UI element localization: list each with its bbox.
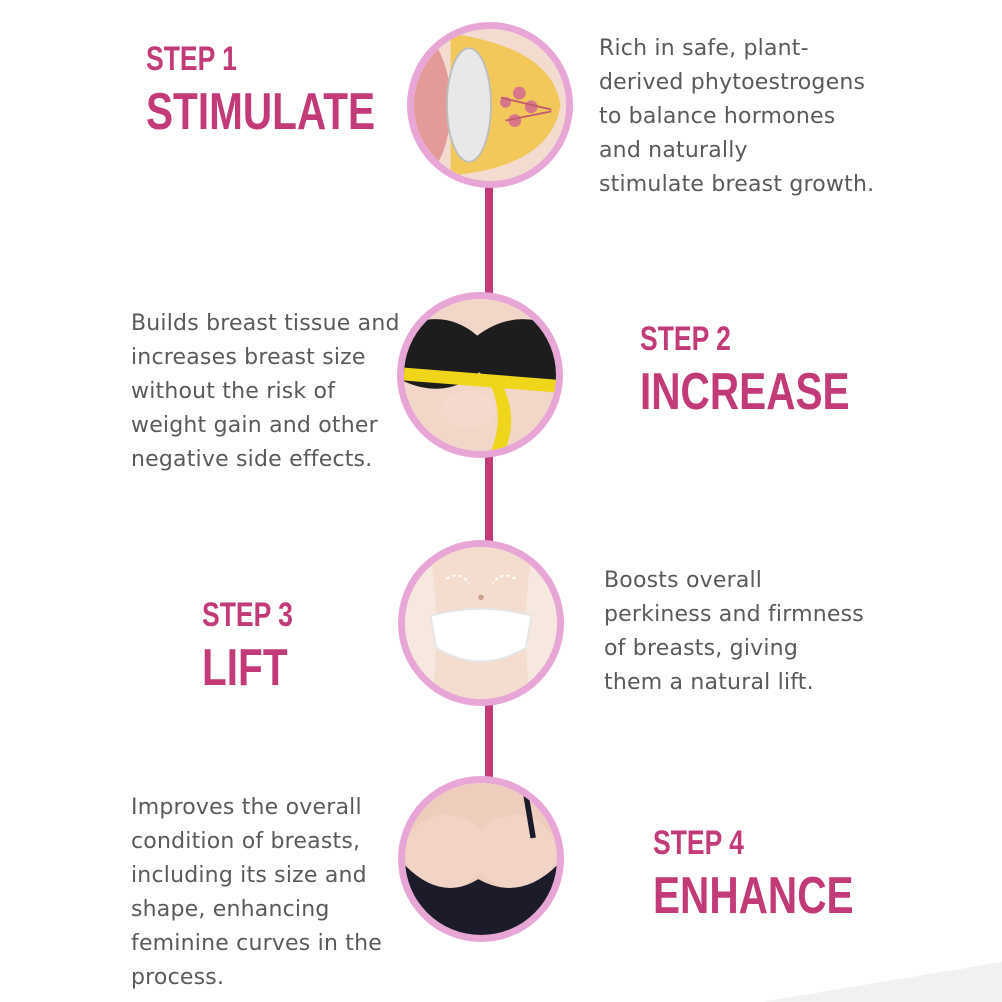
- measuring-tape-photo: [404, 299, 556, 451]
- step-3-description: Boosts overall perkiness and firmness of…: [604, 568, 864, 695]
- step-1-label: STEP 1 STIMULATE: [146, 42, 375, 138]
- step-2-label: STEP 2 INCREASE: [640, 322, 850, 418]
- step-2-image: [397, 292, 563, 458]
- body-contour-photo: [405, 547, 557, 699]
- step-2-description: Builds breast tissue and increases breas…: [131, 311, 400, 472]
- step-1-image: [407, 22, 573, 188]
- step-3-image: [398, 540, 564, 706]
- step-3-label: STEP 3 LIFT: [202, 598, 293, 694]
- corner-shadow: [762, 962, 1002, 1002]
- step-4-description: Improves the overall condition of breast…: [131, 795, 382, 990]
- step-4-number: STEP 4: [653, 824, 744, 862]
- step-1-number: STEP 1: [146, 40, 237, 78]
- black-bra-photo: [405, 783, 557, 935]
- timeline-line: [485, 180, 493, 800]
- step-1-title: STIMULATE: [146, 83, 376, 141]
- step-3-title: LIFT: [202, 639, 288, 697]
- step-4-image: [398, 776, 564, 942]
- step-1-description: Rich in safe, plant- derived phytoestrog…: [599, 36, 875, 197]
- step-2-number: STEP 2: [640, 320, 731, 358]
- step-4-label: STEP 4 ENHANCE: [653, 826, 854, 922]
- step-3-number: STEP 3: [202, 596, 293, 634]
- breast-anatomy-illustration: [414, 29, 566, 181]
- step-4-title: ENHANCE: [653, 867, 854, 925]
- step-2-title: INCREASE: [640, 363, 850, 421]
